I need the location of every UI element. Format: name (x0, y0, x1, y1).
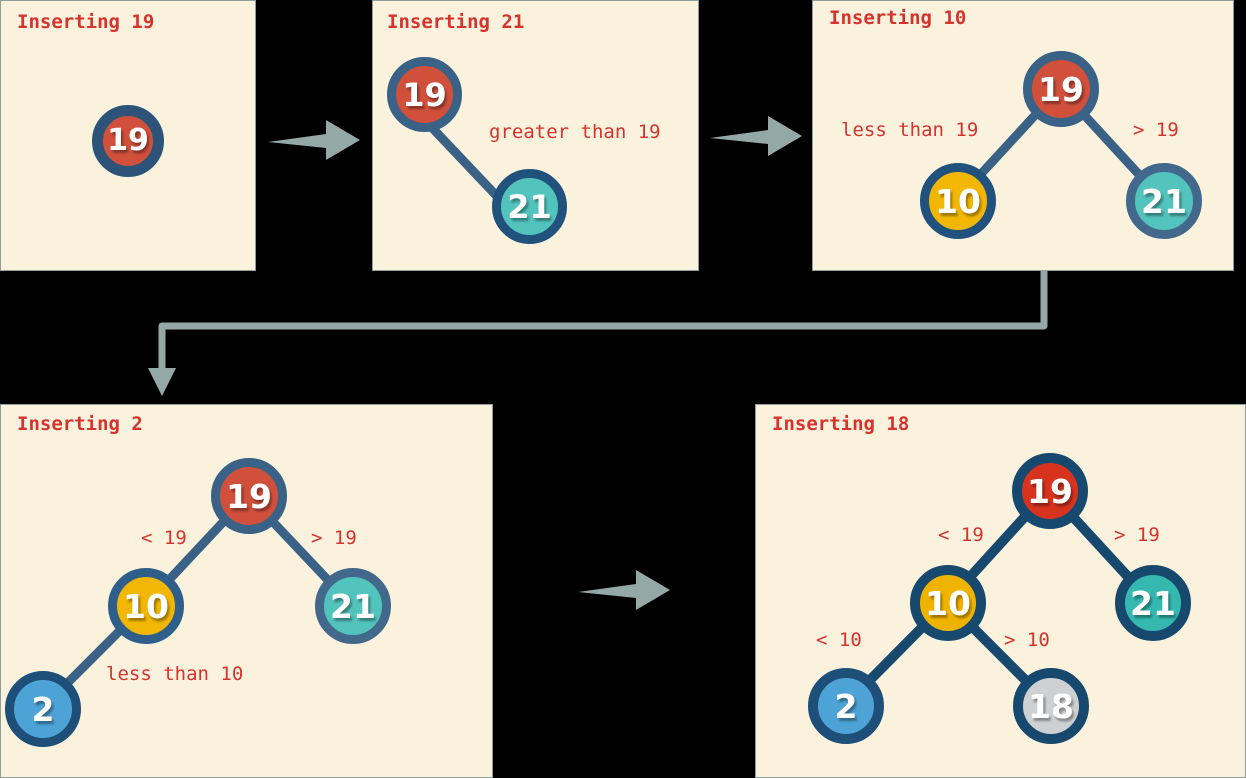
panel-insert-19: Inserting 19 19 (0, 0, 256, 271)
tree-node-10[interactable]: 10 (108, 568, 184, 644)
edge-label-lt-10: < 10 (816, 629, 862, 651)
edge-label-gt-19: > 19 (1114, 524, 1160, 546)
arrow-panel1-to-panel2 (268, 120, 360, 160)
tree-node-21[interactable]: 21 (1115, 565, 1191, 641)
edge-label-lt-19: < 19 (141, 527, 187, 549)
tree-node-19[interactable]: 19 (1023, 51, 1099, 127)
panel-insert-18: Inserting 18 < 19 > 19 < 10 > 10 19 10 2… (755, 404, 1246, 778)
edge-label-gt-10: > 10 (1004, 629, 1050, 651)
edge-label-less-than-19: less than 19 (841, 119, 979, 141)
arrow-panel2-to-panel3 (710, 116, 802, 156)
panel-insert-10: Inserting 10 less than 19 > 19 19 10 21 (812, 0, 1234, 271)
edge-label-greater-19: > 19 (1133, 119, 1179, 141)
panel-title: Inserting 18 (772, 413, 910, 435)
panel-insert-21: Inserting 21 greater than 19 19 21 (372, 0, 699, 271)
tree-node-10[interactable]: 10 (910, 565, 986, 641)
connector-panel3-to-panel4 (148, 270, 1048, 396)
tree-node-19[interactable]: 19 (211, 458, 287, 534)
panel-title: Inserting 19 (17, 11, 155, 33)
tree-node-18[interactable]: 18 (1013, 668, 1089, 744)
tree-node-2[interactable]: 2 (5, 671, 81, 747)
edge-label-less-than-10: less than 10 (106, 663, 244, 685)
tree-node-21[interactable]: 21 (315, 568, 391, 644)
tree-node-2[interactable]: 2 (808, 668, 884, 744)
tree-node-19[interactable]: 19 (1012, 453, 1088, 529)
tree-node-21[interactable]: 21 (1126, 163, 1202, 239)
panel-title: Inserting 21 (387, 11, 525, 33)
panel-title: Inserting 10 (829, 7, 967, 29)
edge-label-greater-than-19: greater than 19 (489, 121, 661, 143)
tree-node-21[interactable]: 21 (492, 169, 567, 244)
tree-node-19[interactable]: 19 (92, 105, 164, 177)
tree-node-19[interactable]: 19 (387, 57, 462, 132)
edge-label-gt-19: > 19 (311, 527, 357, 549)
edge-label-lt-19: < 19 (938, 524, 984, 546)
panel-insert-2: Inserting 2 < 19 > 19 less than 10 19 10… (0, 404, 493, 778)
tree-node-10[interactable]: 10 (920, 163, 996, 239)
arrow-panel4-to-panel5 (578, 570, 670, 610)
panel-title: Inserting 2 (17, 413, 143, 435)
